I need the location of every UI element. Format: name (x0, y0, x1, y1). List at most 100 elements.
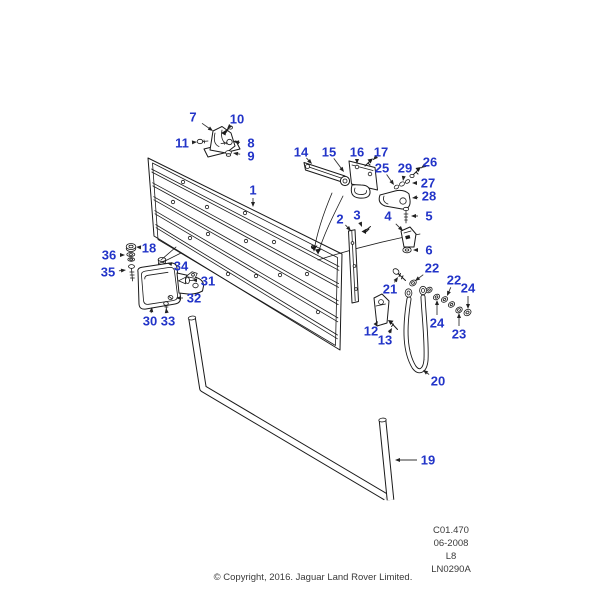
callout-number-35[interactable]: 35 (101, 265, 115, 280)
callout-arrow (149, 307, 154, 313)
callout-arrow (164, 308, 169, 314)
callout-arrow (413, 248, 418, 252)
washer-22-icon (409, 279, 417, 287)
callout-number-11[interactable]: 11 (175, 136, 189, 151)
callout-number-32[interactable]: 32 (187, 291, 201, 306)
callout-number-7[interactable]: 7 (189, 110, 196, 125)
callout-number-9[interactable]: 9 (247, 149, 254, 164)
callout-arrow (401, 175, 406, 181)
callout-number-26[interactable]: 26 (423, 155, 437, 170)
callout-number-5[interactable]: 5 (425, 209, 432, 224)
callout-number-20[interactable]: 20 (431, 374, 445, 389)
callout-number-19[interactable]: 19 (421, 453, 435, 468)
callout-number-1[interactable]: 1 (249, 183, 256, 198)
callout-number-36[interactable]: 36 (102, 248, 116, 263)
callout-number-2[interactable]: 2 (336, 212, 343, 227)
callout-number-22[interactable]: 22 (425, 261, 439, 276)
callout-arrow (393, 277, 398, 283)
callout-leader (417, 274, 424, 279)
callout-number-21[interactable]: 21 (383, 282, 397, 297)
callout-leader (395, 223, 401, 229)
callout-arrow (389, 179, 394, 185)
callout-arrow (358, 221, 362, 227)
check-strap (403, 285, 429, 374)
callout-arrow (167, 262, 173, 267)
callout-arrow (120, 268, 126, 273)
washer-6-icon (402, 246, 412, 254)
callout-number-13[interactable]: 13 (378, 333, 392, 348)
seal-strip (348, 226, 371, 304)
callout-number-4[interactable]: 4 (384, 209, 392, 224)
fastener-row (392, 268, 472, 317)
callout-arrow (387, 328, 392, 334)
callout-number-27[interactable]: 27 (421, 176, 435, 191)
callout-arrow (120, 253, 125, 257)
washer-24-icon (432, 293, 441, 301)
callout-number-17[interactable]: 17 (374, 145, 388, 160)
callout-number-25[interactable]: 25 (375, 161, 389, 176)
callout-number-10[interactable]: 10 (230, 112, 244, 127)
callout-number-31[interactable]: 31 (201, 274, 215, 289)
callout-number-33[interactable]: 33 (161, 314, 175, 329)
callout-arrow (207, 126, 213, 131)
callout-number-30[interactable]: 30 (143, 314, 157, 329)
callout-number-15[interactable]: 15 (322, 145, 336, 160)
latch-assembly (303, 158, 378, 199)
lamp-assembly (125, 243, 205, 310)
callout-arrow (251, 202, 255, 207)
screw-32-icon (167, 295, 174, 300)
callout-number-16[interactable]: 16 (350, 145, 364, 160)
tailgate-panel (147, 157, 343, 351)
copyright-notice: © Copyright, 2016. Jaguar Land Rover Lim… (214, 572, 413, 583)
callout-arrow (373, 155, 378, 160)
support-frame (187, 315, 395, 501)
callout-number-24[interactable]: 24 (430, 316, 445, 331)
callout-arrow (191, 140, 197, 145)
bolt-8-icon (220, 138, 233, 146)
washer-22c-icon (440, 296, 449, 303)
screw-13-icon (388, 320, 398, 330)
lens-bolt-31-icon (178, 276, 194, 285)
callout-number-23[interactable]: 23 (452, 327, 466, 342)
callout-arrow (423, 370, 429, 375)
callout-arrow (227, 124, 232, 129)
callout-arrow (466, 304, 470, 309)
callout-arrow (234, 140, 240, 145)
callout-leader (333, 158, 342, 170)
callout-arrow (176, 296, 181, 300)
callout-number-14[interactable]: 14 (294, 145, 309, 160)
callout-arrow (415, 276, 421, 281)
callout-arrow (395, 458, 400, 462)
callout-number-29[interactable]: 29 (398, 161, 412, 176)
callout-number-24[interactable]: 24 (461, 281, 476, 296)
callout-arrow (307, 158, 312, 164)
callout-number-22[interactable]: 22 (447, 273, 461, 288)
callout-arrow (435, 300, 439, 305)
callout-arrow (412, 181, 417, 185)
drawing-date: 06-2008 (434, 538, 469, 549)
callout-number-12[interactable]: 12 (364, 324, 378, 339)
nut-9-icon (225, 150, 232, 157)
callout-number-18[interactable]: 18 (142, 241, 156, 256)
washer-22b-icon (425, 286, 433, 294)
callout-arrow (136, 245, 142, 250)
callout-arrow (233, 151, 239, 156)
nut-18-icon (125, 243, 137, 252)
callout-arrow (339, 166, 344, 172)
panel-screws (170, 179, 321, 315)
callout-arrow (192, 278, 198, 283)
callout-number-34[interactable]: 34 (174, 259, 189, 274)
callout-number-28[interactable]: 28 (422, 189, 436, 204)
callout-number-8[interactable]: 8 (247, 136, 254, 151)
callout-arrow (398, 226, 403, 231)
bolt-35-icon (128, 264, 135, 282)
bolt-11-icon (196, 138, 209, 145)
callout-number-6[interactable]: 6 (425, 243, 432, 258)
callout-number-3[interactable]: 3 (353, 208, 360, 223)
callout-arrow (346, 225, 351, 231)
callout-leader (201, 122, 210, 130)
washer-23-icon (447, 301, 456, 308)
callout-arrow (447, 290, 451, 296)
